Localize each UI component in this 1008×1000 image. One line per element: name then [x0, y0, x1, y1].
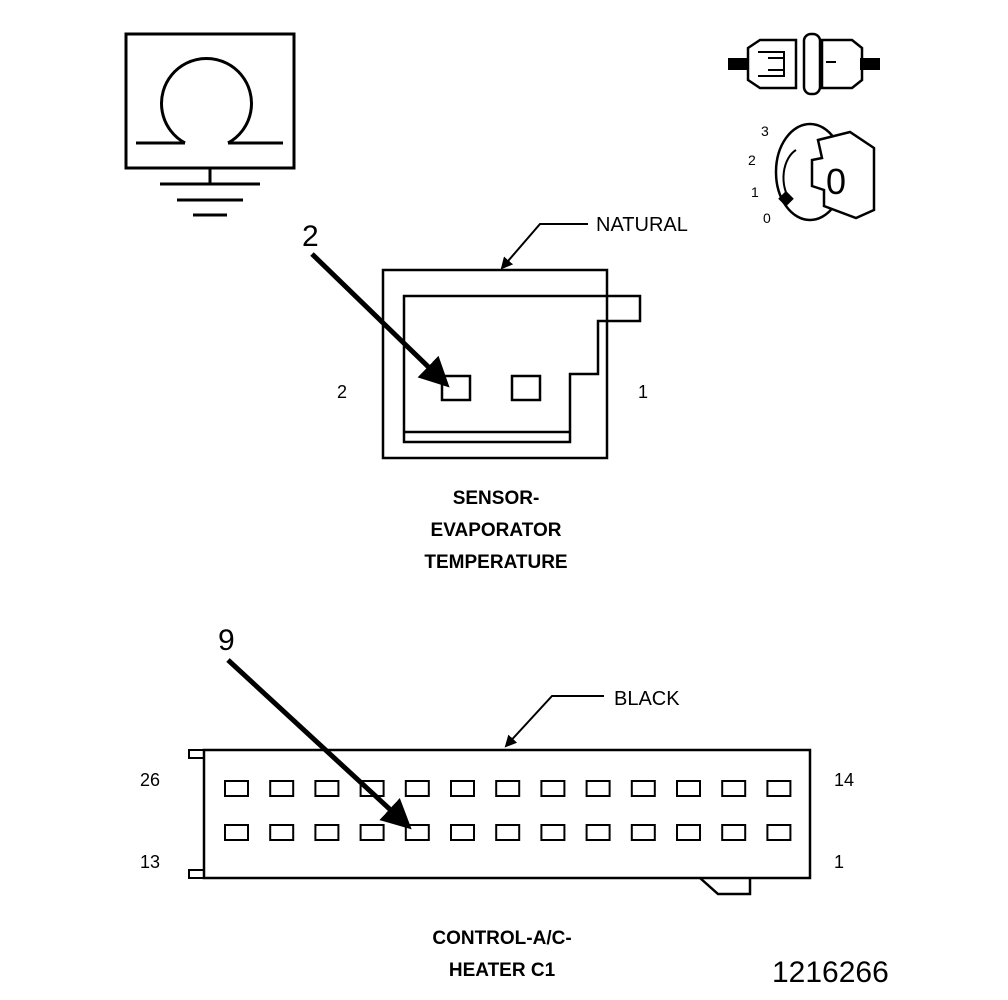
control-title-line-2: HEATER C1 — [449, 960, 556, 981]
sensor-title-line-1: SENSOR- — [453, 488, 540, 509]
figure-number: 1216266 — [772, 956, 889, 989]
key-position-2: 2 — [748, 152, 756, 168]
key-position-1: 1 — [751, 184, 759, 200]
key-label: 0 — [826, 161, 846, 202]
control-cavity — [766, 780, 792, 797]
control-cavity — [404, 824, 430, 841]
ohmmeter-ground-icon — [124, 32, 296, 217]
control-cavity — [676, 780, 701, 797]
control-cavity — [359, 824, 385, 841]
control-cavity — [450, 824, 475, 841]
sensor-pin-left-label: 2 — [337, 382, 347, 402]
control-cavity — [224, 780, 249, 797]
control-callout-pin: 9 — [218, 624, 235, 657]
control-pin-bottom-left: 13 — [140, 852, 160, 872]
key-position-3: 3 — [761, 123, 769, 139]
sensor-connector-body — [381, 268, 642, 460]
control-cavity — [495, 824, 521, 841]
sensor-title-line-3: TEMPERATURE — [424, 552, 567, 573]
control-cavity — [314, 824, 340, 841]
control-title-line-1: CONTROL-A/C- — [432, 928, 571, 949]
control-cavity — [540, 780, 566, 797]
sensor-cavity-2 — [440, 374, 472, 402]
sensor-title-line-2: EVAPORATOR — [431, 520, 562, 541]
sensor-callout-pin: 2 — [302, 220, 319, 253]
control-cavity — [766, 824, 792, 841]
control-cavity — [630, 780, 656, 797]
control-pin-bottom-right: 1 — [834, 852, 844, 872]
control-color-label: BLACK — [614, 688, 680, 710]
key-position-0: 0 — [763, 210, 771, 226]
sensor-color-leader — [500, 223, 588, 270]
sensor-pin-right-label: 1 — [638, 382, 648, 402]
control-cavity — [721, 824, 747, 841]
control-pin-top-right: 14 — [834, 770, 854, 790]
control-cavity — [495, 780, 521, 797]
control-connector-body — [188, 748, 812, 896]
control-cavity-grid — [224, 780, 792, 841]
sensor-callout-arrow — [310, 252, 450, 388]
control-cavity — [676, 824, 701, 841]
control-color-leader — [504, 695, 604, 748]
control-pin-top-left: 26 — [140, 770, 160, 790]
sensor-color-label: NATURAL — [596, 214, 688, 236]
control-cavity — [314, 780, 340, 797]
control-cavity — [630, 824, 656, 841]
sensor-cavity-1 — [510, 374, 542, 402]
control-cavity — [540, 824, 566, 841]
control-cavity — [721, 780, 747, 797]
control-callout-arrow — [226, 658, 412, 830]
control-cavity — [269, 780, 295, 797]
control-cavity — [585, 824, 611, 841]
control-cavity — [269, 824, 295, 841]
control-cavity — [585, 780, 611, 797]
ignition-key-icon — [774, 122, 876, 222]
control-cavity — [450, 780, 475, 797]
connector-separated-icon — [728, 32, 880, 96]
control-cavity — [224, 824, 249, 841]
control-cavity — [404, 780, 430, 797]
